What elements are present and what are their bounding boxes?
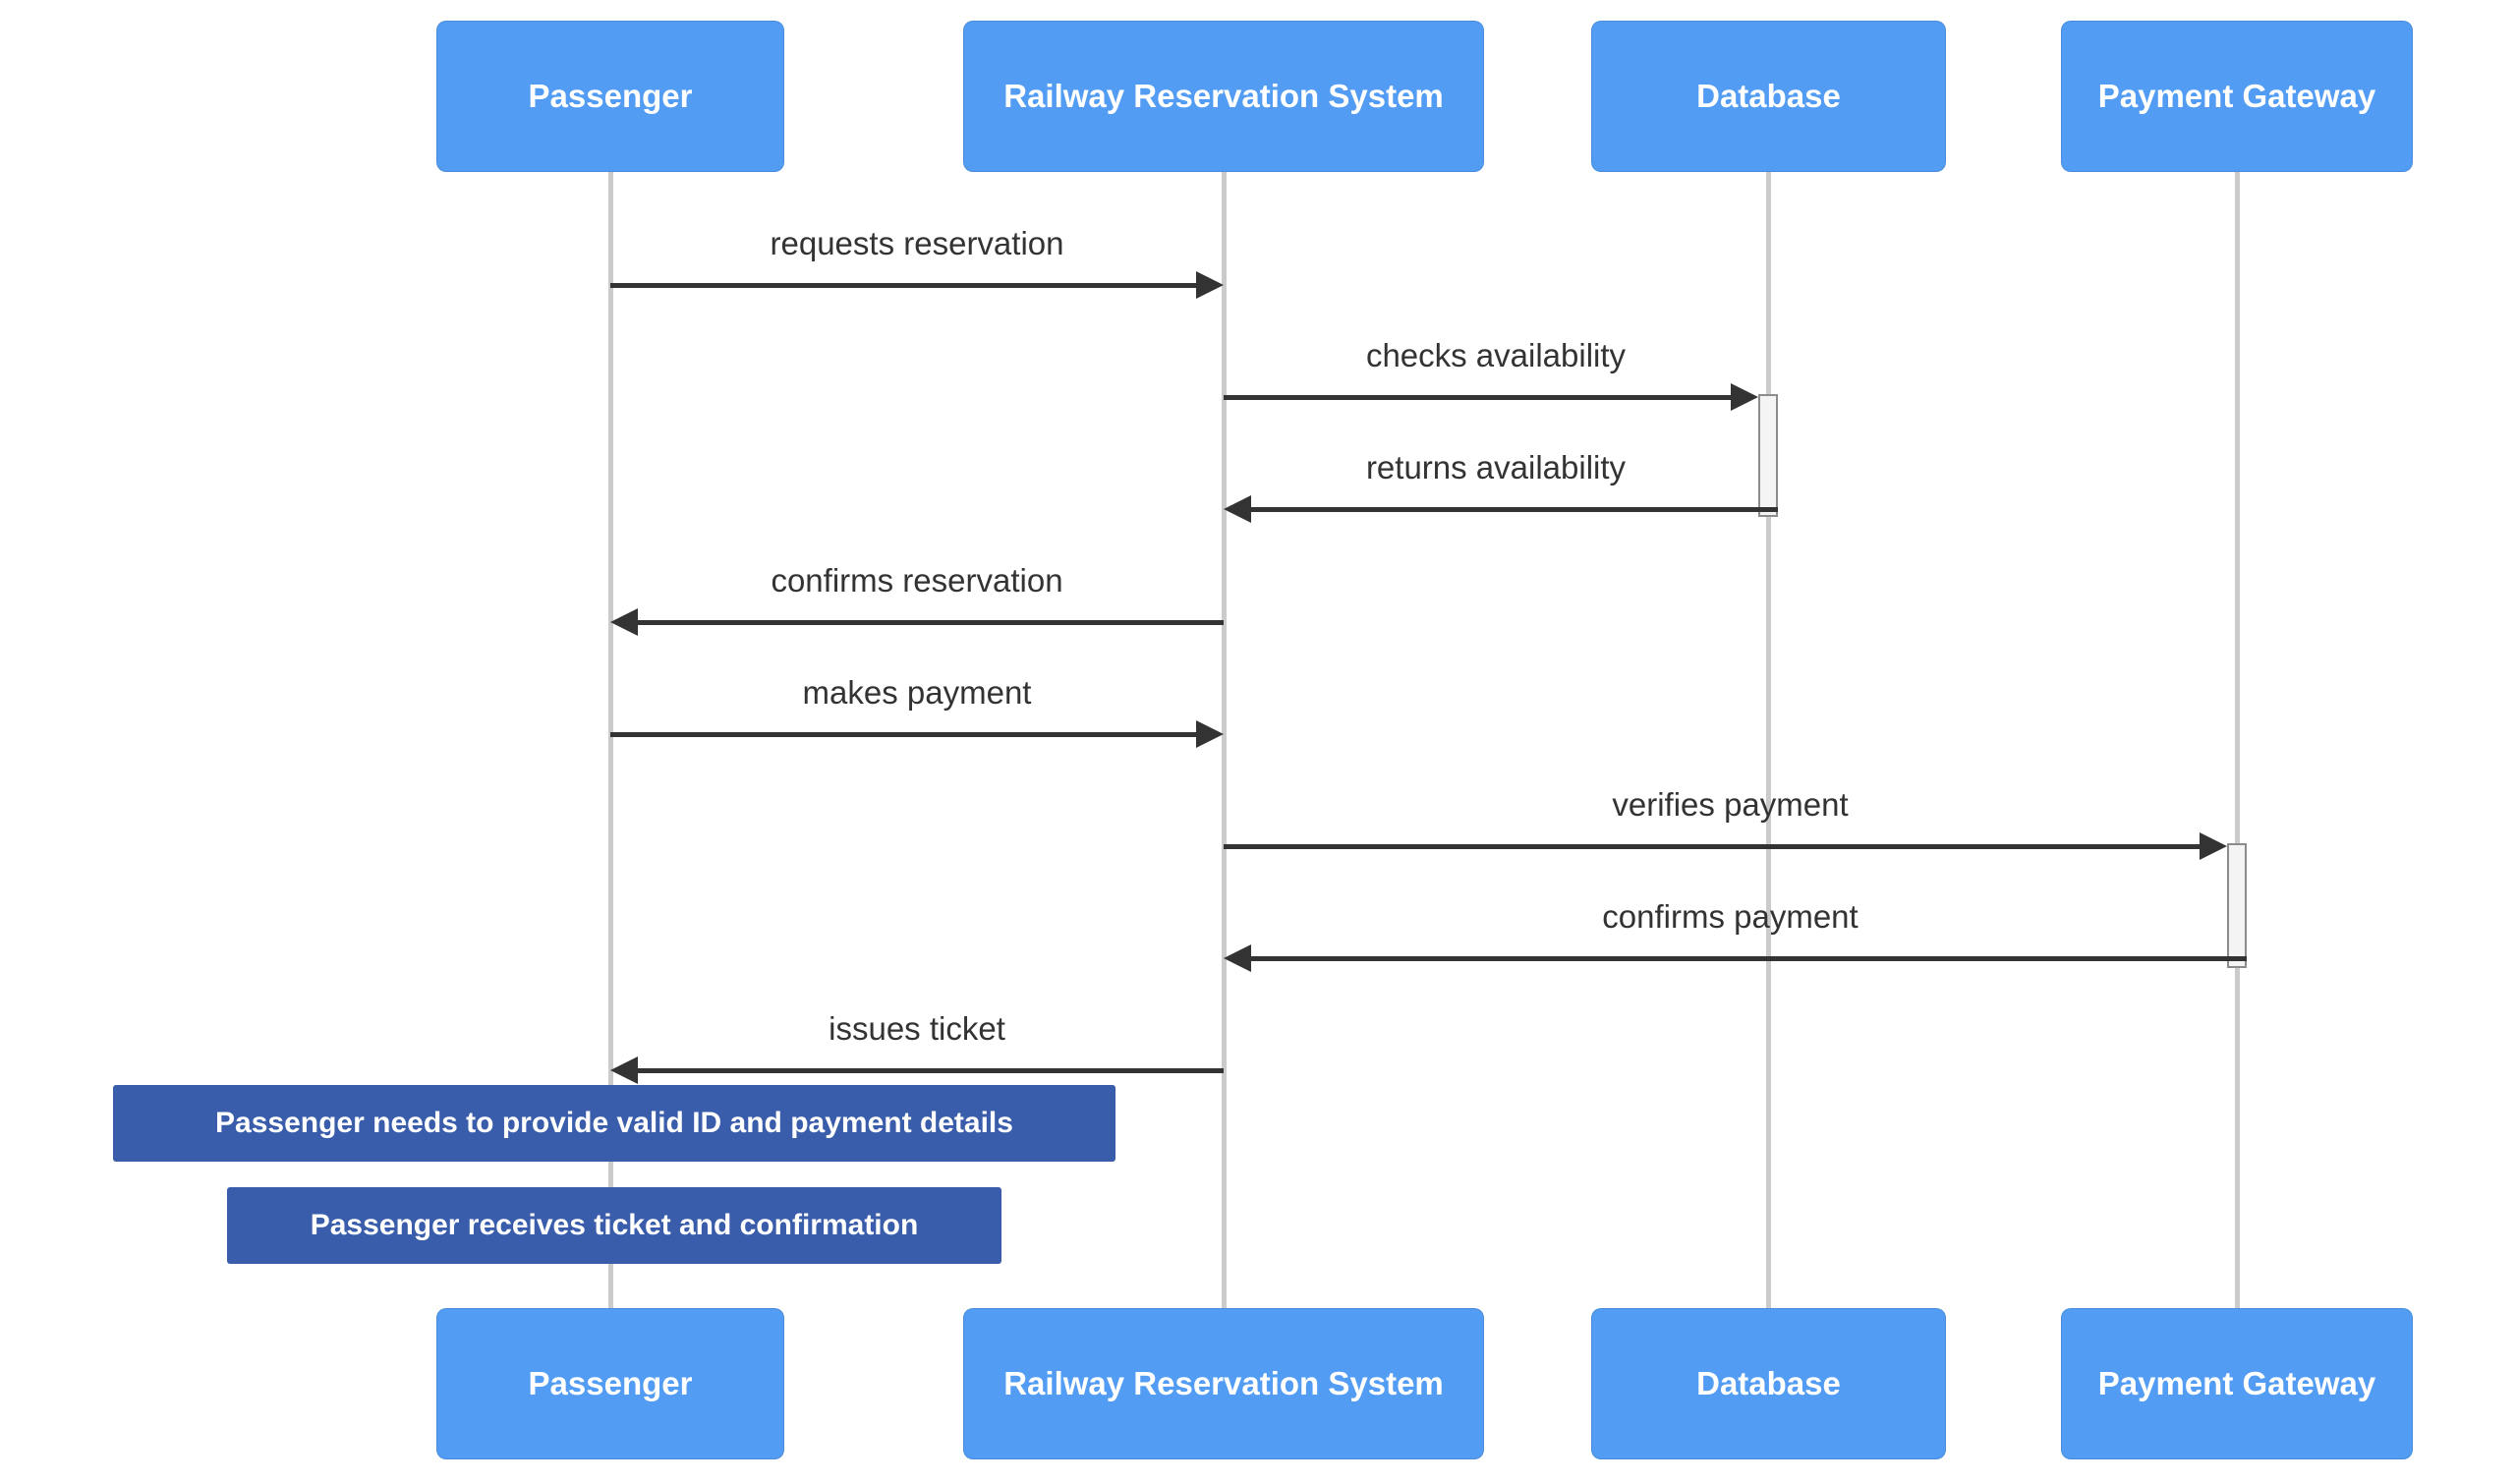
message-label-1: checks availability: [1365, 337, 1627, 373]
lifeline-database: [1766, 172, 1771, 1310]
note-1: Passenger receives ticket and confirmati…: [227, 1187, 1001, 1264]
actor-passenger-top: Passenger: [436, 21, 784, 172]
message-label-5: verifies payment: [1612, 786, 1849, 823]
arrowhead-right-icon: [1731, 383, 1758, 411]
message-label-6: confirms payment: [1602, 898, 1858, 935]
arrowhead-left-icon: [610, 608, 638, 636]
arrowhead-right-icon: [1196, 271, 1224, 299]
message-label-3: confirms reservation: [771, 562, 1063, 599]
note-0: Passenger needs to provide valid ID and …: [113, 1085, 1115, 1162]
arrowhead-right-icon: [2200, 832, 2227, 860]
message-line-1: [1224, 395, 1733, 400]
actor-rrs-top: Railway Reservation System: [963, 21, 1484, 172]
arrowhead-right-icon: [1196, 720, 1224, 748]
arrowhead-left-icon: [1224, 944, 1251, 972]
lifeline-passenger: [608, 172, 613, 1310]
message-label-0: requests reservation: [770, 225, 1064, 261]
message-label-4: makes payment: [802, 674, 1032, 711]
arrowhead-left-icon: [1224, 495, 1251, 523]
actor-database-top: Database: [1591, 21, 1946, 172]
message-label-7: issues ticket: [829, 1010, 1005, 1047]
message-line-0: [610, 283, 1198, 288]
actor-payment-gateway-top: Payment Gateway: [2061, 21, 2413, 172]
message-line-5: [1224, 844, 2202, 849]
message-line-7: [636, 1068, 1224, 1073]
actor-passenger-bottom: Passenger: [436, 1308, 784, 1459]
arrowhead-left-icon: [610, 1056, 638, 1084]
message-line-4: [610, 732, 1198, 737]
activation-bar-payment-gateway: [2227, 843, 2247, 968]
activation-bar-database: [1758, 394, 1778, 517]
actor-payment-gateway-bottom: Payment Gateway: [2061, 1308, 2413, 1459]
lifeline-payment-gateway: [2235, 172, 2240, 1310]
message-line-3: [636, 620, 1224, 625]
message-line-6: [1249, 956, 2247, 961]
message-line-2: [1249, 507, 1778, 512]
message-label-2: returns availability: [1365, 449, 1627, 485]
actor-rrs-bottom: Railway Reservation System: [963, 1308, 1484, 1459]
lifeline-rrs: [1222, 172, 1227, 1310]
actor-database-bottom: Database: [1591, 1308, 1946, 1459]
